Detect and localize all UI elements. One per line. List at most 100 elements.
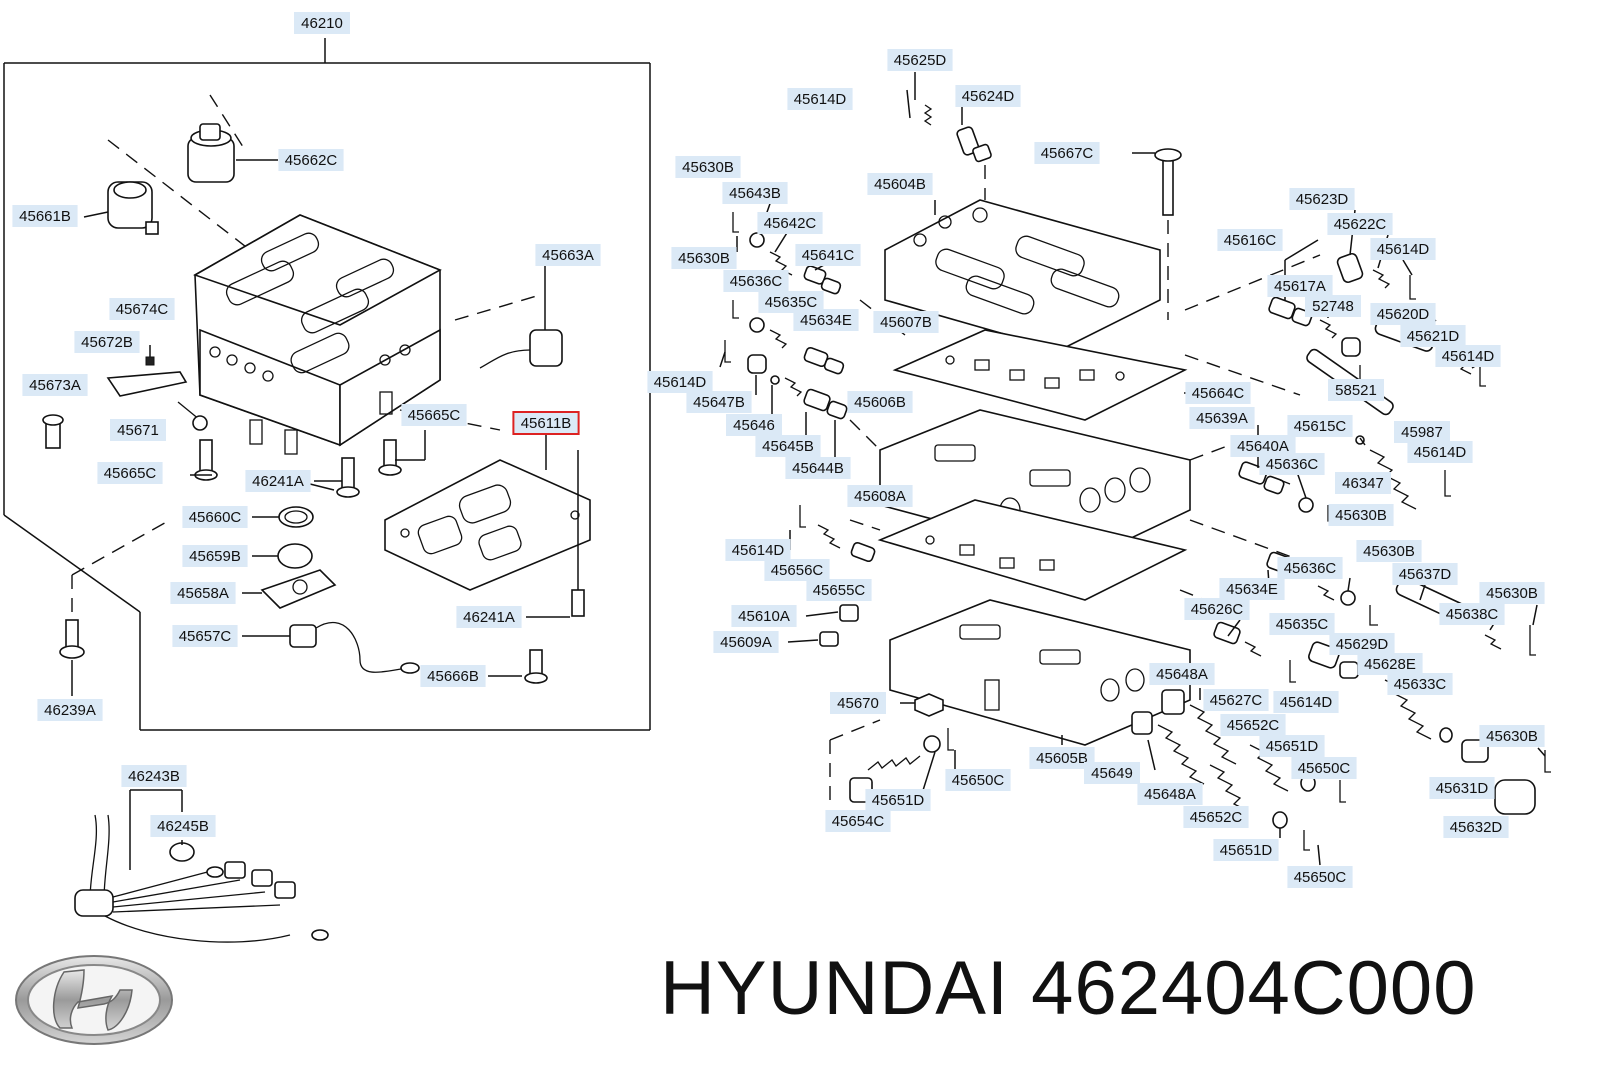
callout-45621D: 45621D bbox=[1400, 325, 1466, 347]
callout-label: 45634E bbox=[800, 312, 852, 329]
callout-box bbox=[182, 506, 248, 528]
callout-45634E: 45634E bbox=[1219, 578, 1285, 600]
callout-box bbox=[726, 414, 782, 436]
callout-box bbox=[793, 309, 859, 331]
callout-45646: 45646 bbox=[726, 414, 782, 436]
callout-label: 45672B bbox=[81, 334, 133, 351]
callout-box bbox=[12, 205, 78, 227]
callout-45608A: 45608A bbox=[847, 485, 913, 507]
callout-45652C: 45652C bbox=[1220, 714, 1286, 736]
callout-box bbox=[121, 765, 187, 787]
callout-45620D: 45620D bbox=[1370, 303, 1436, 325]
callout-box bbox=[955, 85, 1021, 107]
callout-46239A: 46239A bbox=[37, 699, 103, 721]
callout-box bbox=[245, 470, 311, 492]
callout-label: 45658A bbox=[177, 585, 229, 602]
part-callouts: 4621045662C45661B45663A45674C45672B45673… bbox=[12, 12, 1545, 888]
callout-label: 45615C bbox=[1294, 418, 1347, 435]
callout-45664C: 45664C bbox=[1185, 382, 1251, 404]
callout-45630B: 45630B bbox=[1479, 725, 1545, 747]
callout-label: 45652C bbox=[1227, 717, 1280, 734]
callout-45614D: 45614D bbox=[1273, 691, 1339, 713]
callout-box bbox=[731, 605, 797, 627]
callout-box bbox=[725, 539, 791, 561]
callout-box bbox=[1185, 382, 1251, 404]
callout-box bbox=[1230, 435, 1296, 457]
callout-45637D: 45637D bbox=[1392, 563, 1458, 585]
callout-45641C: 45641C bbox=[795, 244, 861, 266]
callout-label: 46245B bbox=[157, 818, 209, 835]
callout-label: 45631D bbox=[1436, 780, 1489, 797]
callout-box bbox=[278, 149, 344, 171]
callout-45628E: 45628E bbox=[1357, 653, 1423, 675]
gasket-45611b bbox=[384, 434, 591, 617]
callout-label: 45649 bbox=[1091, 765, 1133, 782]
callout-45614D: 45614D bbox=[725, 539, 791, 561]
callout-label: 45667C bbox=[1041, 145, 1094, 162]
callout-45659B: 45659B bbox=[182, 545, 248, 567]
callout-label: 45630B bbox=[1363, 543, 1415, 560]
callout-box bbox=[825, 810, 891, 832]
callout-label: 45610A bbox=[738, 608, 790, 625]
callout-46245B: 46245B bbox=[150, 815, 216, 837]
callout-45615C: 45615C bbox=[1287, 415, 1353, 437]
callout-label: 45651D bbox=[1266, 738, 1319, 755]
callout-45642C: 45642C bbox=[757, 212, 823, 234]
callout-45605B: 45605B bbox=[1029, 747, 1095, 769]
callout-box bbox=[170, 582, 236, 604]
wiring-harness-46243b bbox=[74, 789, 329, 943]
callout-45665C: 45665C bbox=[401, 404, 467, 426]
callout-label: 45650C bbox=[952, 772, 1005, 789]
callout-label: 45645B bbox=[762, 438, 814, 455]
callout-45635C: 45635C bbox=[1269, 613, 1335, 635]
callout-label: 45641C bbox=[802, 247, 855, 264]
callout-label: 45664C bbox=[1192, 385, 1245, 402]
callout-45636C: 45636C bbox=[1277, 557, 1343, 579]
callout-46241A: 46241A bbox=[245, 470, 311, 492]
callout-box bbox=[401, 404, 467, 426]
callout-box bbox=[1259, 453, 1325, 475]
separator-plate-45608a bbox=[877, 499, 1188, 601]
callout-45654C: 45654C bbox=[825, 810, 891, 832]
callout-box bbox=[1429, 777, 1495, 799]
callout-box bbox=[1273, 691, 1339, 713]
callout-45647B: 45647B bbox=[686, 391, 752, 413]
callout-box bbox=[1217, 229, 1283, 251]
callout-46210: 46210 bbox=[294, 12, 350, 34]
callout-label: 52748 bbox=[1312, 298, 1354, 315]
callout-box bbox=[1357, 653, 1423, 675]
callout-box bbox=[22, 374, 88, 396]
callout-box bbox=[1439, 603, 1505, 625]
callout-label: 45650C bbox=[1294, 869, 1347, 886]
callout-label: 45650C bbox=[1298, 760, 1351, 777]
callout-box bbox=[1407, 441, 1473, 463]
callout-box bbox=[1213, 839, 1279, 861]
callout-45987: 45987 bbox=[1394, 421, 1450, 443]
callout-box bbox=[110, 419, 166, 441]
callout-label: 46243B bbox=[128, 768, 180, 785]
callout-box bbox=[1277, 557, 1343, 579]
assembly-frame bbox=[3, 38, 651, 731]
callout-box bbox=[764, 559, 830, 581]
callout-box bbox=[722, 182, 788, 204]
callout-box bbox=[1203, 689, 1269, 711]
callout-box bbox=[945, 769, 1011, 791]
callout-label: 45636C bbox=[730, 273, 783, 290]
callout-box bbox=[1479, 725, 1545, 747]
callout-box bbox=[887, 49, 953, 71]
callout-45665C: 45665C bbox=[97, 462, 163, 484]
callout-box bbox=[867, 173, 933, 195]
callout-58521: 58521 bbox=[1328, 379, 1384, 401]
callout-box bbox=[1392, 563, 1458, 585]
callout-45609A: 45609A bbox=[713, 631, 779, 653]
callout-box bbox=[795, 244, 861, 266]
callout-45671: 45671 bbox=[110, 419, 166, 441]
callout-box bbox=[671, 247, 737, 269]
callout-label: 46241A bbox=[252, 473, 304, 490]
callout-box bbox=[847, 485, 913, 507]
callout-label: 45665C bbox=[104, 465, 157, 482]
callout-45666B: 45666B bbox=[420, 665, 486, 687]
callout-box bbox=[37, 699, 103, 721]
callout-box bbox=[1394, 421, 1450, 443]
